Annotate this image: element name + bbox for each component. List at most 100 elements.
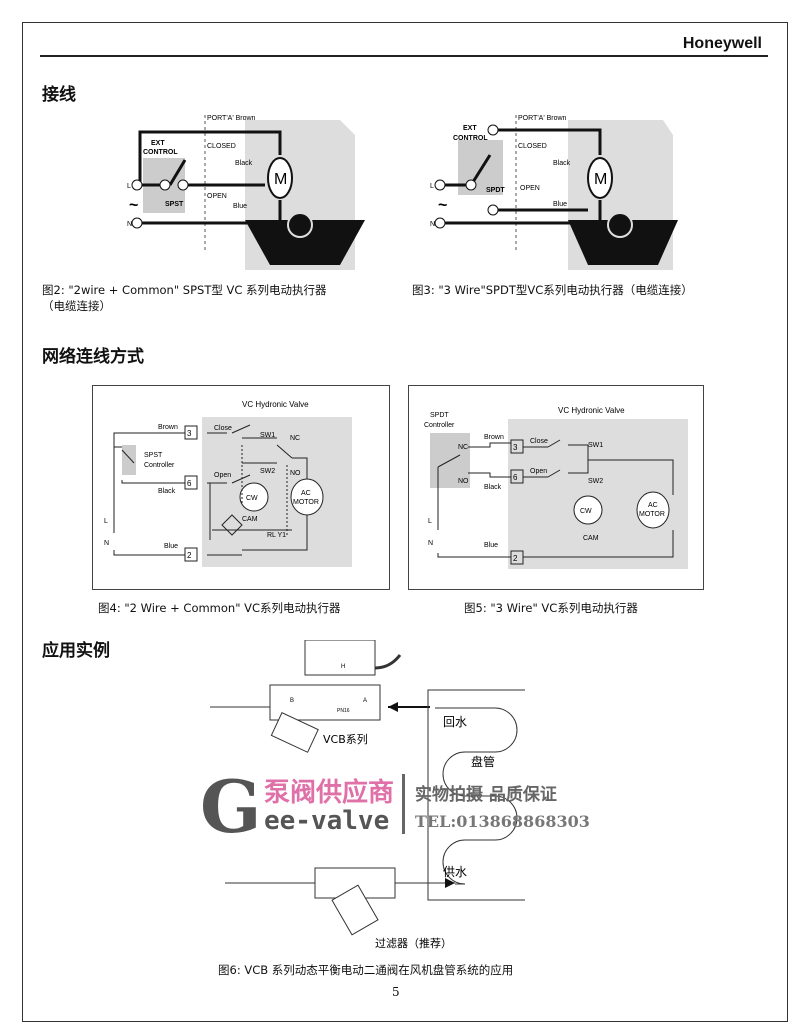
fig5-caption: 图5: "3 Wire" VC系列电动执行器 [464,601,638,615]
blue-label: Blue [233,203,247,210]
fig2-wiring-diagram: M PORT'A' Brown CLOSED Black OPEN Blue E… [127,115,365,270]
open-label: OPEN [207,193,227,200]
port-a-mark: A [363,698,367,704]
watermark-cn: 泵阀供应商 [264,778,395,808]
no-label: NO [458,478,469,485]
motor-label: M [274,171,287,188]
diagram-title: VC Hydronic Valve [242,400,309,409]
cam-label: CAM [583,535,599,542]
controller-type: SPST [144,452,163,459]
watermark-en: ee-valve [264,806,390,836]
open-label: Open [214,472,231,479]
n-label: N [430,221,435,228]
ac-label: AC [648,502,658,509]
section-network-heading: 网络连线方式 [42,347,144,367]
n-label: N [104,540,109,547]
page-border [22,22,788,1022]
blue-label: Blue [553,201,567,208]
control-label: CONTROL [453,135,488,142]
ext-label: EXT [463,125,477,132]
open-label: OPEN [520,185,540,192]
page-number: 5 [392,985,400,999]
spst-label: SPST [165,201,184,208]
fig6-caption: 图6: VCB 系列动态平衡电动二通阀在风机盘管系统的应用 [218,963,514,977]
sw2-label: SW2 [260,468,275,475]
nc-label: NC [458,444,468,451]
ac-symbol: ~ [438,197,447,214]
terminal-6: 6 [187,479,192,488]
fig4-circuit-diagram: VC Hydronic Valve Brown 3 6 2 Black Blue… [92,385,390,590]
controller-label: Controller [424,422,455,429]
l-label: L [127,183,131,190]
watermark-divider [402,774,405,834]
port-label: PORT'A' Brown [207,115,256,122]
nc-label: NC [290,435,300,442]
honeywell-logo: Honeywell [682,35,762,52]
open-label: Open [530,468,547,475]
black-label: Black [484,484,502,491]
blue-label: Blue [484,542,498,549]
ext-label: EXT [151,140,165,147]
sw2-label: SW2 [588,478,603,485]
close-label: Close [530,438,548,445]
no-label: NO [290,470,301,477]
port-b-mark: B [290,698,294,704]
black-label: Black [235,160,253,167]
terminal-2: 2 [513,554,518,563]
controller-type: SPDT [430,412,449,419]
cw-label: CW [580,508,592,515]
ac-symbol: ~ [129,197,138,214]
fig5-circuit-diagram: VC Hydronic Valve SPDT Controller NC NO … [408,385,704,590]
valve-h-mark: H [341,664,345,670]
black-label: Black [158,488,176,495]
fig6-application-diagram: H B A PN16 VCB系列 回水 盘管 供水 过滤器（推荐） [210,640,525,950]
close-label: Close [214,425,232,432]
cam-label: CAM [242,516,258,523]
supply-water-label: 供水 [443,865,467,879]
control-label: CONTROL [143,149,178,156]
valve-label: VCB系列 [323,732,368,746]
controller-label: Controller [144,462,175,469]
section-application-heading: 应用实例 [42,641,110,661]
header-rule [40,55,768,57]
brown-label: Brown [158,424,178,431]
blue-label: Blue [164,543,178,550]
fig3-caption: 图3: "3 Wire"SPDT型VC系列电动执行器（电缆连接） [412,283,693,297]
watermark: G 泵阀供应商 ee-valve 实物拍摄 品质保证 TEL:013868868… [200,764,620,849]
relay-label: RL Y1 [267,532,286,539]
terminal-2: 2 [187,551,192,560]
motor-label: MOTOR [293,499,319,506]
fig2-caption: 图2: "2wire + Common" SPST型 VC 系列电动执行器 [42,283,327,297]
motor-label: MOTOR [639,511,665,518]
closed-label: CLOSED [518,143,547,150]
motor-label: M [594,171,607,188]
terminal-3: 3 [187,429,192,438]
fig2-caption-2: （电缆连接） [42,299,111,313]
watermark-slogan: 实物拍摄 品质保证 [415,785,557,805]
l-label: L [104,518,108,525]
port-label: PORT'A' Brown [518,115,567,122]
sw1-label: SW1 [588,442,603,449]
diagram-title: VC Hydronic Valve [558,406,625,415]
terminal-6: 6 [513,473,518,482]
coil-label: 盘管 [471,754,495,769]
ac-label: AC [301,490,311,497]
sw1-label: SW1 [260,432,275,439]
pn-mark: PN16 [337,708,350,714]
fig3-wiring-diagram: M PORT'A' Brown CLOSED Black OPEN Blue E… [430,115,678,270]
cw-label: CW [246,495,258,502]
n-label: N [127,221,132,228]
spdt-label: SPDT [486,187,505,194]
section-wiring-heading: 接线 [42,85,76,105]
fig4-caption: 图4: "2 Wire + Common" VC系列电动执行器 [98,601,341,615]
closed-label: CLOSED [207,143,236,150]
brown-label: Brown [484,434,504,441]
watermark-tel: TEL:013868868303 [415,812,590,831]
n-label: N [428,540,433,547]
l-label: L [428,518,432,525]
return-water-label: 回水 [443,715,467,729]
black-label: Black [553,160,571,167]
terminal-3: 3 [513,443,518,452]
watermark-g-logo: G [200,764,262,849]
